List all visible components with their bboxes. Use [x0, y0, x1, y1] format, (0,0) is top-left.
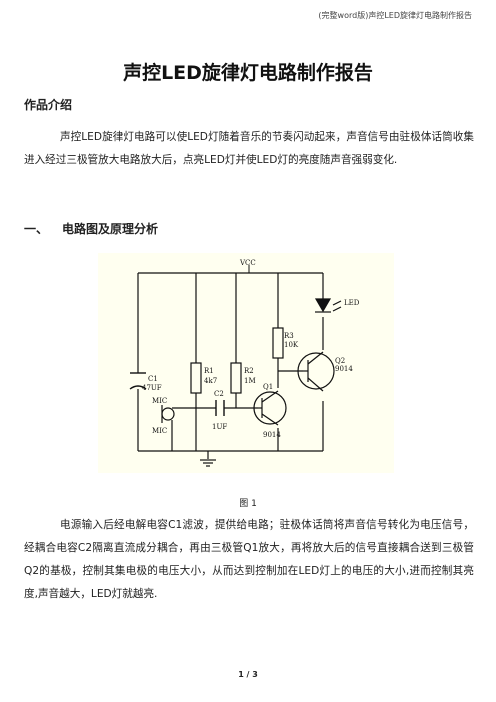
- section-title: 电路图及原理分析: [62, 222, 159, 236]
- page-number: 1 / 3: [238, 670, 258, 679]
- label-vcc: VCC: [239, 259, 256, 267]
- figure-caption: 图 1: [239, 499, 257, 509]
- intro-heading: 作品介绍: [24, 98, 73, 112]
- document-title: 声控LED旋律灯电路制作报告: [123, 62, 373, 84]
- label-r2-value: 1M: [244, 377, 256, 385]
- label-c2: C2: [214, 390, 224, 398]
- header-note: (完整word版)声控LED旋律灯电路制作报告: [318, 11, 472, 20]
- label-c1-value: 47UF: [142, 384, 162, 392]
- label-q1-value: 9014: [263, 431, 281, 439]
- section-number: 一、: [24, 222, 49, 236]
- label-q2-value: 9014: [335, 365, 353, 373]
- label-q1: Q1: [263, 383, 273, 391]
- circuit-svg: VCC LED R3 10K Q2 9014 C1 47UF R1 4k7 R2…: [129, 259, 360, 467]
- label-c1: C1: [148, 375, 158, 383]
- circuit-diagram: VCC LED R3 10K Q2 9014 C1 47UF R1 4k7 R2…: [98, 253, 394, 473]
- label-r3: R3: [284, 332, 294, 340]
- label-q2: Q2: [335, 357, 345, 365]
- label-r1: R1: [204, 367, 214, 375]
- section-heading: 一、电路图及原理分析: [24, 220, 158, 237]
- label-c2-value: 1UF: [212, 423, 227, 431]
- intro-paragraph: 声控LED旋律灯电路可以使LED灯随着音乐的节奏闪动起来，声音信号由驻极体话筒收…: [24, 131, 474, 166]
- label-r2: R2: [244, 367, 254, 375]
- label-mic-top: MIC: [152, 397, 167, 405]
- label-r1-value: 4k7: [204, 377, 217, 385]
- label-r3-value: 10K: [284, 341, 299, 349]
- label-mic-bottom: MIC: [152, 427, 167, 435]
- section-paragraph: 电源输入后经电解电容C1滤波，提供给电路；驻极体话筒将声音信号转化为电压信号，经…: [24, 519, 474, 600]
- label-led: LED: [344, 299, 360, 307]
